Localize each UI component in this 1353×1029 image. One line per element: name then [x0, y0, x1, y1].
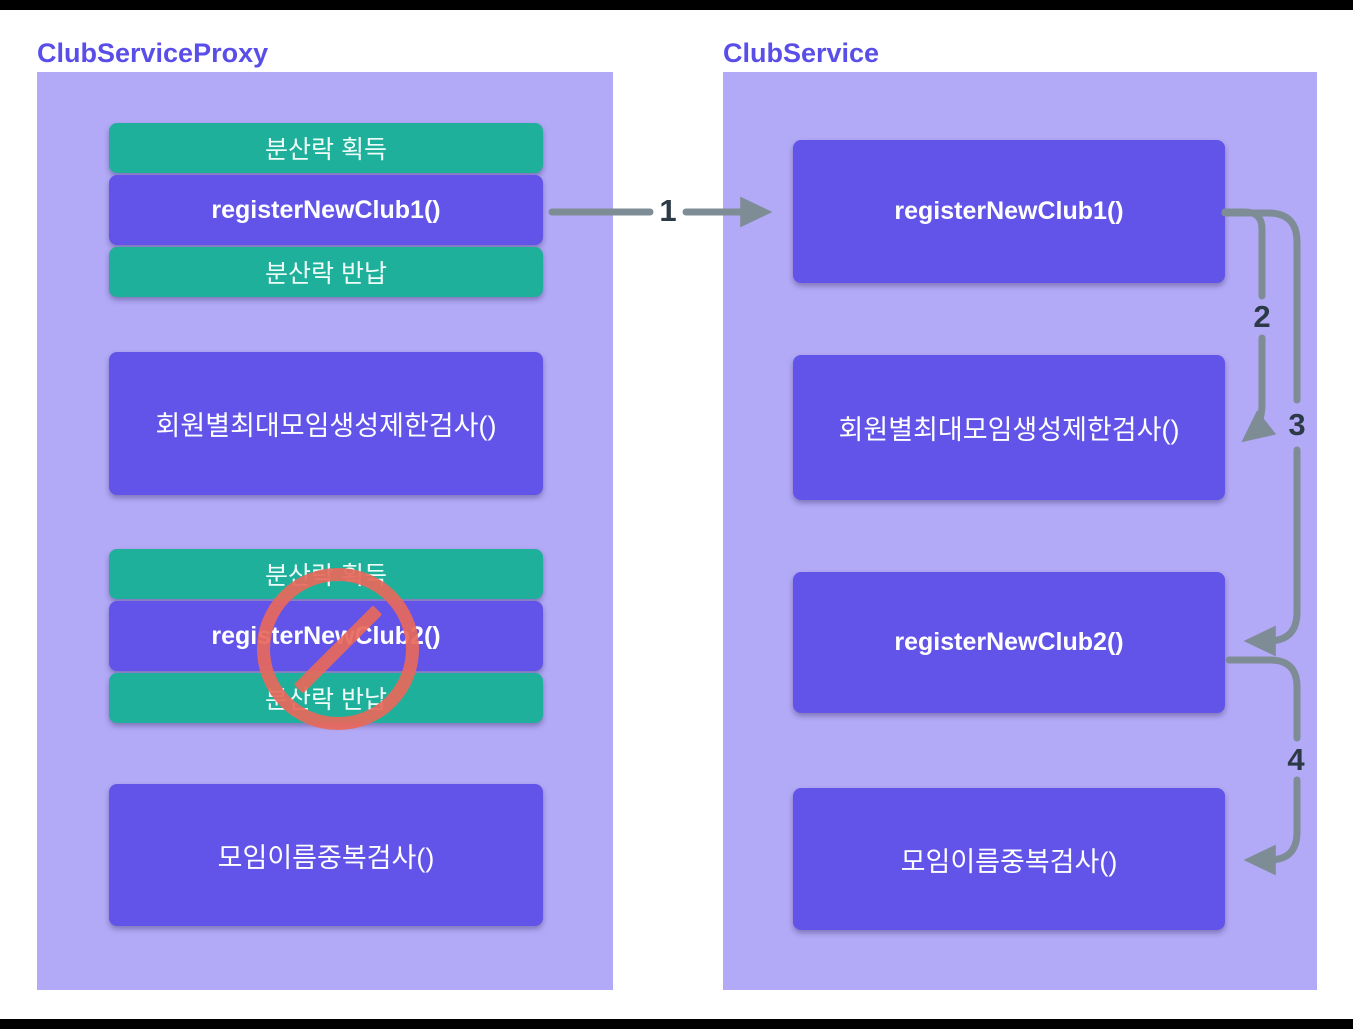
proxy-name-check-box: 모임이름중복검사() — [109, 784, 543, 926]
left-panel-title: ClubServiceProxy — [37, 38, 269, 68]
prohibition-icon — [257, 568, 419, 730]
service-limit-check-label: 회원별최대모임생성제한검사() — [838, 415, 1180, 445]
bottom-edge-bar — [0, 1019, 1353, 1029]
lock-acquire-box-1: 분산락 획득 — [109, 123, 543, 173]
service-name-check-box: 모임이름중복검사() — [793, 788, 1225, 930]
top-edge-bar — [0, 0, 1353, 10]
lock-release-box-1: 분산락 반납 — [109, 247, 543, 297]
proxy-register-new-club1-box: registerNewClub1() — [109, 175, 543, 245]
proxy-name-check-label: 모임이름중복검사() — [217, 842, 435, 873]
service-limit-check-box: 회원별최대모임생성제한검사() — [793, 355, 1225, 500]
service-name-check-label: 모임이름중복검사() — [900, 846, 1118, 877]
service-register-new-club2-label: registerNewClub2() — [894, 628, 1124, 656]
lock-acquire-label-1: 분산락 획득 — [265, 136, 387, 164]
proxy-register-new-club1-label: registerNewClub1() — [211, 195, 441, 224]
service-register-new-club2-box: registerNewClub2() — [793, 572, 1225, 713]
lock-release-label-1: 분산락 반납 — [265, 260, 387, 288]
right-panel-title: ClubService — [723, 38, 880, 68]
service-register-new-club1-box: registerNewClub1() — [793, 140, 1225, 283]
step-1-label: 1 — [659, 193, 677, 228]
step-3-label: 3 — [1288, 407, 1306, 442]
step-4-label: 4 — [1287, 742, 1305, 777]
proxy-limit-check-box: 회원별최대모임생성제한검사() — [109, 352, 543, 495]
prohibition-slash — [293, 604, 383, 694]
proxy-limit-check-label: 회원별최대모임생성제한검사() — [155, 411, 497, 441]
service-register-new-club1-label: registerNewClub1() — [894, 197, 1124, 225]
step-2-label: 2 — [1253, 299, 1271, 334]
